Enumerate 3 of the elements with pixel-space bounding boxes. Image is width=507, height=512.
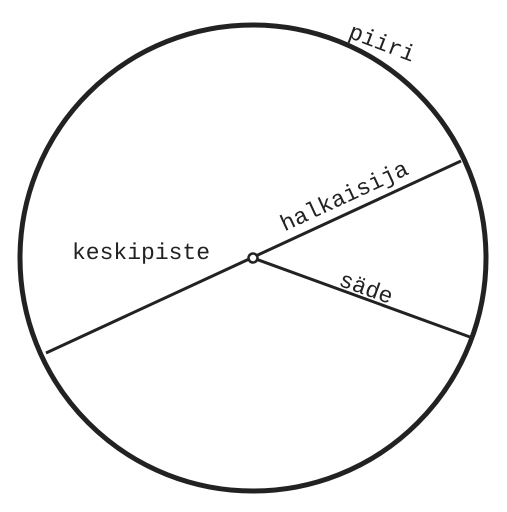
circle-label: piiri [344,20,418,68]
center-label: keskipiste [72,242,210,264]
radius-label: säde [335,268,395,310]
